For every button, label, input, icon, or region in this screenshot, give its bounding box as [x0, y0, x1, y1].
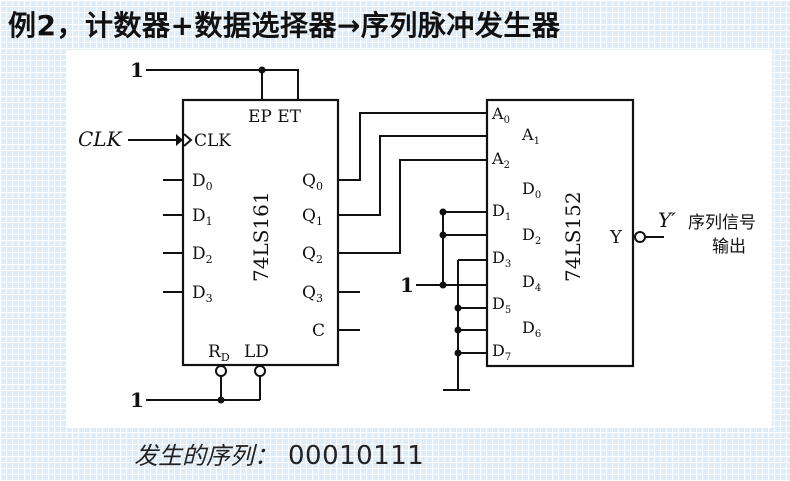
mux-pin-y: Y [609, 227, 623, 248]
mux-input-wiring [416, 208, 487, 391]
logic-one-top: 1 [130, 58, 144, 82]
clk-edge-icon [183, 133, 193, 147]
output-signal-label: Y′ [658, 208, 676, 232]
wire-d0-d1 [442, 211, 487, 236]
sequence-label: 发生的序列： [134, 442, 278, 470]
counter-pin-ep-et: EP ET [248, 107, 302, 127]
counter-pin-clk: CLK [194, 131, 231, 151]
logic-one-mux: 1 [400, 273, 414, 297]
counter-chip [181, 98, 340, 367]
mux-chip [485, 98, 635, 368]
sequence-value: 00010111 [288, 441, 425, 471]
ld-inverter-bubble [254, 365, 266, 377]
wire-ground-bus [457, 259, 487, 380]
clk-input-label: CLK [78, 127, 123, 151]
counter-pin-c: C [312, 321, 325, 341]
clk-arrow-icon [176, 134, 183, 146]
slide-title: 例2，计数器+数据选择器→序列脉冲发生器 [8, 9, 561, 42]
sequence-caption: 发生的序列： 00010111 [134, 436, 424, 472]
mux-chip-name: 74LS152 [561, 191, 585, 282]
junction-top [258, 66, 266, 74]
counter-pin-ld: LD [244, 342, 269, 362]
y-inverter-bubble [634, 231, 646, 243]
wire-logic-one-enable [146, 69, 299, 100]
wire-q0-a0 [338, 112, 487, 181]
wire-q1-a1 [338, 135, 487, 216]
counter-pin-rd: RD [208, 342, 230, 364]
junction-bottom [217, 396, 225, 404]
wire-logic-one-bottom [146, 376, 261, 401]
wire-q2-a2 [338, 159, 487, 254]
output-desc-line1: 序列信号 [688, 213, 756, 233]
logic-one-bottom: 1 [130, 388, 144, 412]
rd-inverter-bubble [215, 365, 227, 377]
output-desc-line2: 输出 [712, 237, 746, 257]
counter-chip-name: 74LS161 [249, 191, 273, 282]
